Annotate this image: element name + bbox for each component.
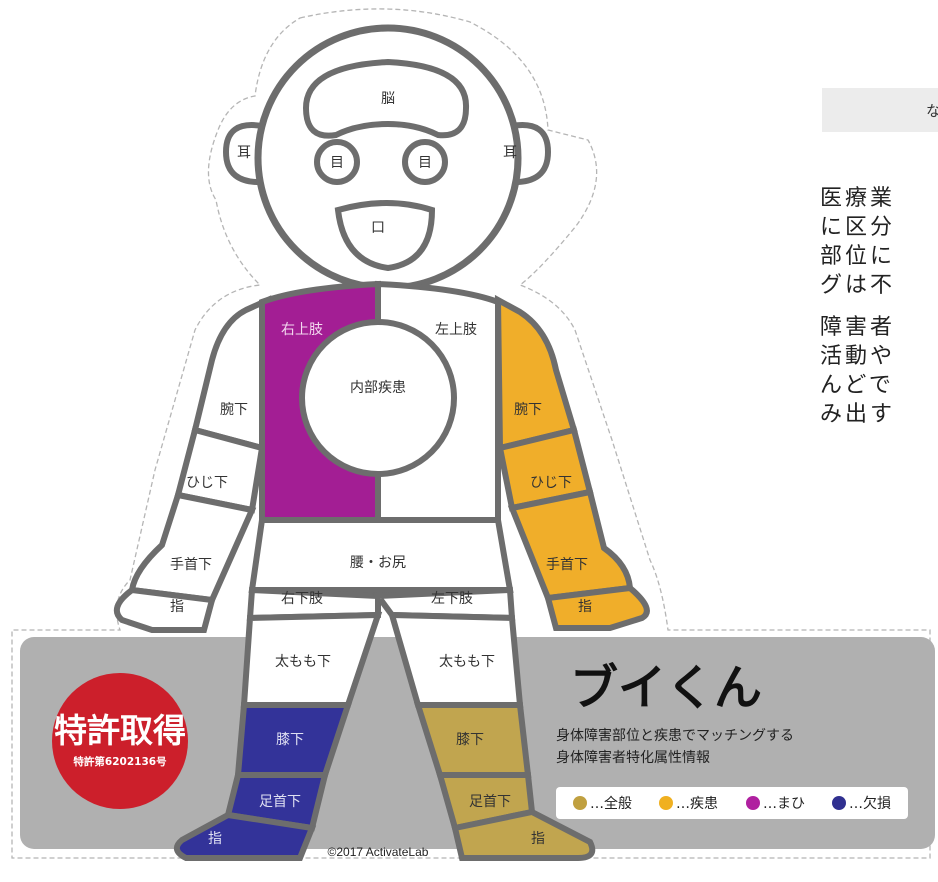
side-banner: な (822, 88, 938, 132)
arm-white-upper (191, 295, 272, 452)
label-toe-left: 指 (531, 831, 545, 847)
side-text-line: 活動や (820, 344, 896, 369)
side-text-line: んどで (820, 373, 894, 398)
label-wrist-orange: 手首下 (546, 557, 588, 573)
label-elbow-white: ひじ下 (186, 475, 228, 491)
label-thigh-left: 太もも下 (439, 654, 495, 670)
patent-title: 特許取得 (54, 711, 186, 750)
side-text-line: グは不 (820, 273, 896, 298)
legend-dot (746, 796, 760, 810)
label-elbow-orange: ひじ下 (530, 475, 572, 491)
arm-white-wrist (128, 491, 257, 604)
toe-left-shape (451, 808, 596, 861)
label-ankle-left: 足首下 (469, 794, 511, 810)
ear-left-shape (222, 122, 268, 186)
legend-dot (832, 796, 846, 810)
label-mouth: 口 (371, 220, 385, 236)
side-text-line: 障害者 (820, 315, 896, 340)
internal-circle (299, 319, 457, 477)
arm-orange-wrist (507, 488, 634, 602)
label-ear-right: 耳 (503, 145, 517, 161)
mouth-shape (334, 200, 436, 272)
label-right-upper-limb: 右上肢 (281, 322, 323, 338)
legend-dot (659, 796, 673, 810)
label-forearm-orange: 腕下 (514, 402, 542, 418)
copyright-text: ©2017 ActivateLab (328, 845, 429, 859)
patent-badge (52, 673, 188, 809)
label-eye-left: 目 (330, 155, 344, 171)
brand-name: ブイくん (570, 660, 762, 716)
legend-label: …欠損 (849, 796, 891, 812)
label-internal: 内部疾患 (350, 380, 406, 396)
side-paragraph-1: 医療業に区分部位にグは不 (820, 184, 938, 300)
arm-orange-upper (494, 294, 578, 452)
side-text-line: に区分 (820, 215, 896, 240)
label-finger-white: 指 (170, 599, 184, 615)
label-finger-orange: 指 (578, 599, 592, 615)
label-brain: 脳 (381, 91, 395, 107)
arm-white-finger (113, 586, 216, 633)
label-knee-left: 膝下 (456, 732, 484, 748)
label-right-lower-limb: 右下肢 (281, 591, 323, 607)
legend-label: …疾患 (676, 796, 718, 812)
eye-right-shape (402, 139, 448, 185)
label-toe-right: 指 (208, 831, 222, 847)
side-text-line: 部位に (820, 244, 896, 269)
side-text-line: み出す (820, 402, 896, 427)
brain-shape (302, 58, 470, 139)
side-paragraph-2: 障害者活動やんどでみ出す (820, 313, 938, 429)
legend-box (556, 787, 908, 819)
label-left-lower-limb: 左下肢 (431, 591, 473, 607)
label-knee-right: 膝下 (276, 732, 304, 748)
label-thigh-right: 太もも下 (275, 654, 331, 670)
side-banner-text: な (926, 102, 938, 120)
legend-label: …全般 (590, 795, 632, 812)
label-ear-left: 耳 (237, 145, 251, 161)
legend-dot (573, 796, 587, 810)
brand-line2: 身体障害者特化属性情報 (556, 750, 710, 766)
side-text-line: 医療業 (820, 186, 896, 211)
eye-left-shape (314, 139, 360, 185)
label-wrist-white: 手首下 (170, 557, 212, 573)
toe-right-shape (173, 811, 317, 861)
arm-orange-finger (544, 584, 650, 631)
patent-number: 特許第6202136号 (73, 755, 166, 768)
label-eye-right: 目 (418, 155, 432, 171)
label-waist: 腰・お尻 (350, 555, 406, 571)
legend: …全般 …疾患 …まひ …欠損 (573, 795, 891, 812)
label-forearm-white: 腕下 (220, 402, 248, 418)
label-ankle-right: 足首下 (259, 794, 301, 810)
legend-label: …まひ (763, 796, 805, 812)
cutout-outline (11, 8, 931, 859)
brand-line1: 身体障害部位と疾患でマッチングする (556, 728, 794, 744)
label-left-upper-limb: 左上肢 (435, 322, 477, 338)
